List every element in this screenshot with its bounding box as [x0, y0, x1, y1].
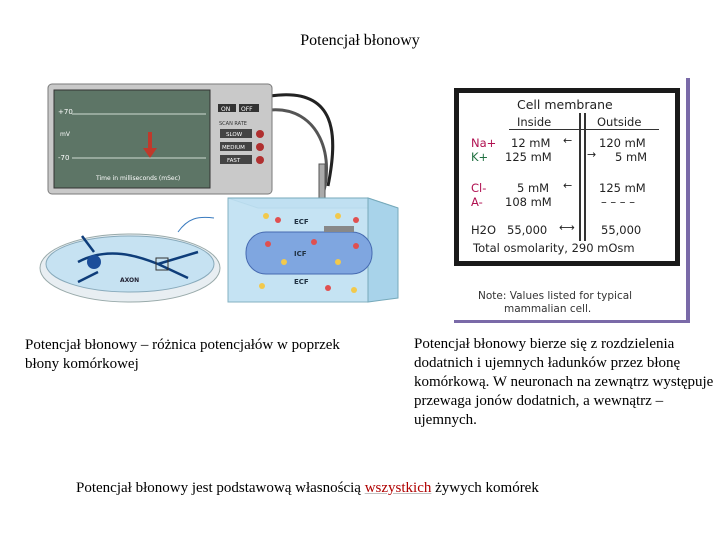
- svg-text:ICF: ICF: [294, 250, 307, 258]
- col-inside: Inside: [517, 115, 552, 129]
- ion-label: K+: [471, 150, 489, 164]
- table-cell: 108 mM: [505, 195, 552, 209]
- svg-text:AXON: AXON: [120, 277, 139, 284]
- left-arrow-icon: ←: [563, 179, 573, 192]
- down-arrow-icon: [143, 132, 157, 158]
- svg-text:FAST: FAST: [227, 158, 241, 164]
- explanation-text: Potencjał błonowy bierze się z rozdziele…: [414, 336, 714, 428]
- membrane-table-panel: Cell membrane Inside Outside Na+ 12 mM 1…: [454, 78, 690, 323]
- svg-text:SCAN RATE: SCAN RATE: [219, 121, 247, 127]
- table-cell: 12 mM: [511, 136, 551, 150]
- table-cell: 120 mM: [599, 136, 646, 150]
- membrane-table: Cell membrane Inside Outside Na+ 12 mM 1…: [459, 93, 675, 261]
- ion-label: A-: [471, 195, 483, 209]
- ion-label: Na+: [471, 136, 497, 150]
- screen-bottom-label: -70: [58, 154, 69, 162]
- highlighted-word: wszystkich: [364, 480, 432, 496]
- table-cell: 55,000: [507, 223, 548, 237]
- membrane-line: [579, 113, 581, 241]
- svg-text:ECF: ECF: [294, 278, 309, 286]
- svg-text:ECF: ECF: [294, 218, 309, 226]
- screen-caption: Time in milliseconds (mSec): [95, 175, 180, 182]
- table-cell: 5 mM: [615, 150, 648, 164]
- right-arrow-icon: →: [587, 148, 597, 161]
- table-cell: – – – –: [601, 195, 635, 209]
- table-cell: 5 mM: [517, 181, 550, 195]
- screen-mid-label: mV: [60, 131, 71, 138]
- page-title: Potencjał błonowy: [300, 32, 420, 49]
- table-cell: 125 mM: [599, 181, 646, 195]
- summary-text: Potencjał błonowy jest podstawową własno…: [76, 480, 539, 496]
- double-arrow-icon: ⟷: [559, 221, 575, 234]
- table-heading: Cell membrane: [517, 97, 613, 112]
- ion-label: Cl-: [471, 181, 487, 195]
- svg-text:OFF: OFF: [241, 106, 253, 113]
- ion-label: H2O: [471, 223, 497, 237]
- svg-text:SLOW: SLOW: [226, 132, 243, 138]
- membrane-potential-illustration: +70 mV -70 Time in milliseconds (mSec) O…: [39, 83, 399, 303]
- left-arrow-icon: ←: [563, 134, 573, 147]
- total-osmolarity: Total osmolarity, 290 mOsm: [473, 241, 635, 255]
- svg-text:MEDIUM: MEDIUM: [222, 145, 245, 151]
- table-note: Note: Values listed for typical mammalia…: [478, 290, 633, 315]
- col-outside: Outside: [597, 115, 642, 129]
- screen-top-label: +70: [58, 108, 73, 116]
- table-cell: 55,000: [601, 223, 642, 237]
- definition-text: Potencjał błonowy – różnica potencjałów …: [25, 337, 340, 372]
- svg-text:ON: ON: [221, 106, 230, 113]
- table-cell: 125 mM: [505, 150, 552, 164]
